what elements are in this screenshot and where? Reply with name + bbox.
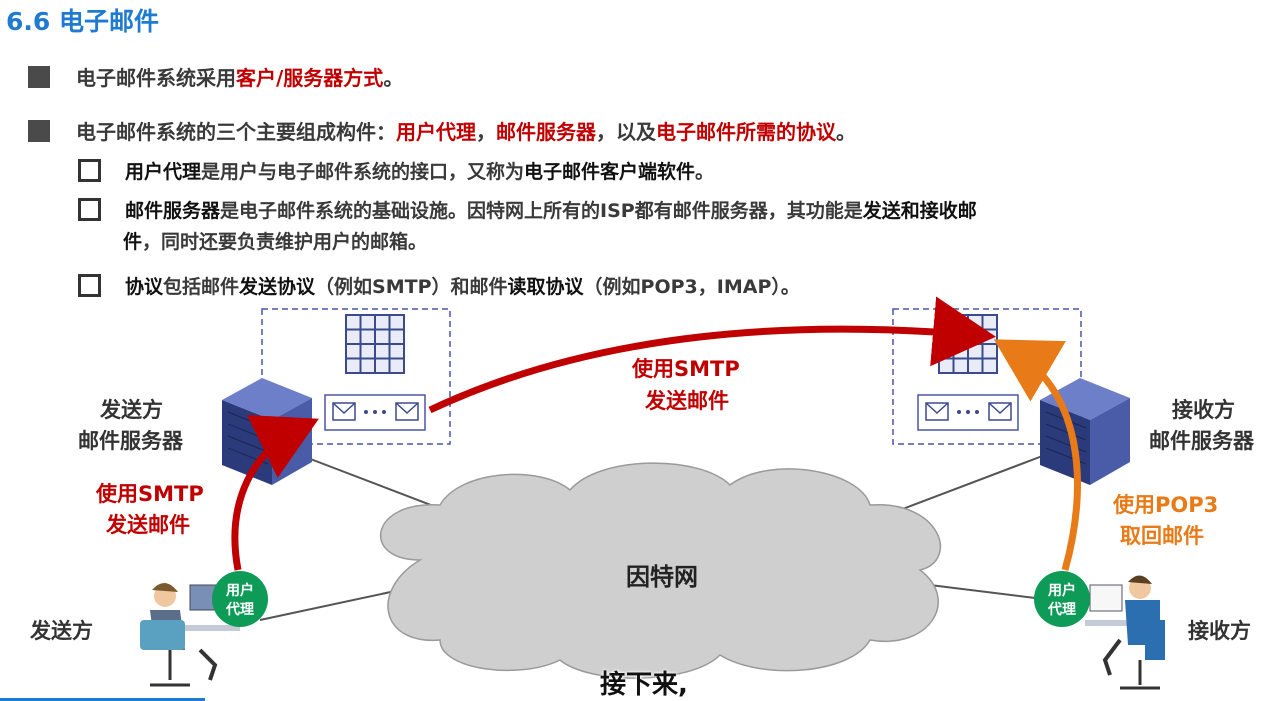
bullet-square-icon bbox=[28, 65, 50, 88]
internet-label: 因特网 bbox=[626, 563, 698, 591]
video-subtitle: 接下来, bbox=[600, 670, 688, 700]
ua-right-line1: 用户 bbox=[1048, 582, 1076, 599]
sub-item-2: 邮件服务器是电子邮件系统的基础设施。因特网上所有的ISP都有邮件服务器，其功能是… bbox=[78, 196, 1258, 254]
smtp-left-label-2: 发送邮件 bbox=[106, 513, 190, 537]
envelope-icon bbox=[925, 402, 1012, 421]
receiver-user-agent-badge: 用户 代理 bbox=[1034, 571, 1090, 627]
sub-item-3-text: 协议包括邮件发送协议（例如SMTP）和邮件读取协议（例如POP3，IMAP）。 bbox=[125, 276, 800, 298]
checkbox-square-icon bbox=[78, 198, 101, 221]
envelope-icon bbox=[332, 402, 419, 421]
page-title: 6.6 电子邮件 bbox=[6, 7, 159, 36]
smtp-top-label-2: 发送邮件 bbox=[645, 389, 729, 413]
pop3-retrieve-arrow bbox=[993, 339, 1081, 571]
bullet-1-text: 电子邮件系统采用客户/服务器方式。 bbox=[76, 66, 404, 90]
progress-underline bbox=[0, 698, 205, 701]
pop3-label-2: 取回邮件 bbox=[1120, 524, 1204, 548]
sender-label: 发送方 bbox=[30, 619, 93, 643]
internet-cloud bbox=[379, 462, 942, 679]
bullet-2: 电子邮件系统的三个主要组成构件：用户代理，邮件服务器，以及电子邮件所需的协议。 bbox=[28, 116, 856, 145]
mailbox-grid-icon bbox=[345, 314, 405, 374]
sender-mailbox-panel bbox=[261, 308, 451, 445]
ua-left-line1: 用户 bbox=[226, 582, 254, 599]
sub-item-1-text: 用户代理是用户与电子邮件系统的接口，又称为电子邮件客户端软件。 bbox=[125, 161, 715, 183]
receiver-person-icon bbox=[1085, 575, 1165, 690]
checkbox-square-icon bbox=[78, 274, 101, 297]
sender-person-icon bbox=[140, 582, 240, 687]
pop3-label: 使用POP3 bbox=[1113, 493, 1219, 517]
receiver-label: 接收方 bbox=[1188, 619, 1251, 643]
sub-item-2-line2: 件，同时还要负责维护用户的邮箱。 bbox=[123, 231, 428, 253]
receiver-server-label: 接收方 bbox=[1172, 398, 1235, 422]
network-links bbox=[259, 454, 1046, 621]
sub-item-1: 用户代理是用户与电子邮件系统的接口，又称为电子邮件客户端软件。 bbox=[78, 157, 714, 184]
sender-user-agent-badge: 用户 代理 bbox=[212, 571, 268, 627]
bullet-2-text: 电子邮件系统的三个主要组成构件：用户代理，邮件服务器，以及电子邮件所需的协议。 bbox=[76, 120, 856, 144]
smtp-client-to-server-arrow bbox=[231, 415, 319, 571]
smtp-server-to-server-arrow bbox=[428, 296, 996, 414]
sub-item-2-text: 邮件服务器是电子邮件系统的基础设施。因特网上所有的ISP都有邮件服务器，其功能是… bbox=[125, 200, 977, 222]
bullet-1: 电子邮件系统采用客户/服务器方式。 bbox=[28, 62, 403, 91]
receiver-server-label-2: 邮件服务器 bbox=[1149, 429, 1254, 453]
sub-item-3: 协议包括邮件发送协议（例如SMTP）和邮件读取协议（例如POP3，IMAP）。 bbox=[78, 272, 800, 299]
checkbox-square-icon bbox=[78, 159, 101, 182]
smtp-left-label: 使用SMTP bbox=[96, 482, 204, 506]
ua-right-line2: 代理 bbox=[1047, 601, 1076, 618]
sender-server-label: 发送方 bbox=[100, 398, 163, 422]
sender-server-label-2: 邮件服务器 bbox=[78, 429, 183, 453]
smtp-top-label: 使用SMTP bbox=[632, 357, 740, 381]
ua-left-line2: 代理 bbox=[225, 601, 254, 618]
mailbox-grid-icon bbox=[938, 314, 998, 374]
bullet-square-icon bbox=[28, 119, 50, 142]
